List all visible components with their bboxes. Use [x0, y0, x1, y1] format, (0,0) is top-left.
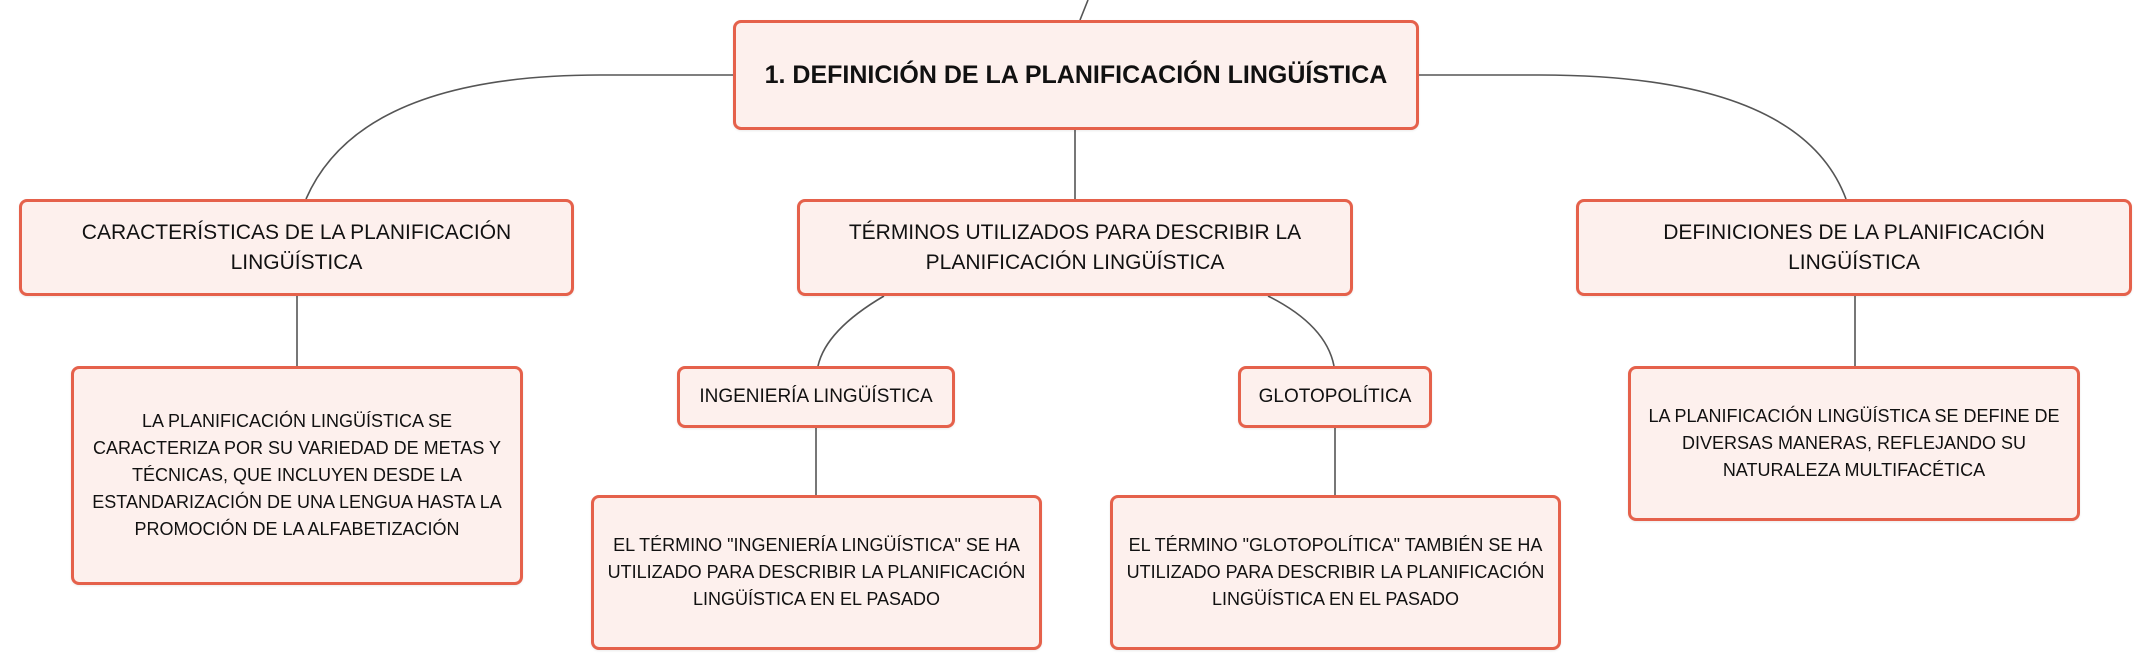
node-definiciones-detail-text: LA PLANIFICACIÓN LINGÜÍSTICA SE DEFINE D… [1648, 406, 2060, 480]
node-ingenieria-detail-text: EL TÉRMINO "INGENIERÍA LINGÜÍSTICA" SE H… [607, 535, 1026, 609]
connector-root-to-caracteristicas [305, 74, 733, 200]
node-glotopolitica[interactable]: GLOTOPOLÍTICA [1238, 366, 1432, 428]
root-node-label: 1. DEFINICIÓN DE LA PLANIFICACIÓN LINGÜÍ… [764, 60, 1388, 89]
root-node[interactable]: 1. DEFINICIÓN DE LA PLANIFICACIÓN LINGÜÍ… [733, 20, 1419, 130]
connector-root-to-definiciones [1419, 74, 1847, 200]
node-caracteristicas-label: CARACTERÍSTICAS DE LA PLANIFICACIÓN LING… [81, 220, 512, 274]
node-caracteristicas-detail-text: LA PLANIFICACIÓN LINGÜÍSTICA SE CARACTER… [92, 411, 502, 539]
connector-terminos-to-ingenieria [817, 295, 885, 367]
connector-to-parent [1079, 0, 1089, 21]
node-ingenieria-detail[interactable]: EL TÉRMINO "INGENIERÍA LINGÜÍSTICA" SE H… [591, 495, 1042, 650]
node-definiciones-label: DEFINICIONES DE LA PLANIFICACIÓN LINGÜÍS… [1663, 220, 2045, 274]
node-definiciones[interactable]: DEFINICIONES DE LA PLANIFICACIÓN LINGÜÍS… [1576, 199, 2132, 296]
node-glotopolitica-detail-text: EL TÉRMINO "GLOTOPOLÍTICA" TAMBIÉN SE HA… [1126, 535, 1545, 609]
node-glotopolitica-label: GLOTOPOLÍTICA [1258, 386, 1412, 407]
node-ingenieria[interactable]: INGENIERÍA LINGÜÍSTICA [677, 366, 955, 428]
node-caracteristicas-detail[interactable]: LA PLANIFICACIÓN LINGÜÍSTICA SE CARACTER… [71, 366, 523, 585]
connector-terminos-to-glotopolitica [1267, 295, 1335, 367]
node-caracteristicas[interactable]: CARACTERÍSTICAS DE LA PLANIFICACIÓN LING… [19, 199, 574, 296]
node-glotopolitica-detail[interactable]: EL TÉRMINO "GLOTOPOLÍTICA" TAMBIÉN SE HA… [1110, 495, 1561, 650]
node-terminos-label: TÉRMINOS UTILIZADOS PARA DESCRIBIR LA PL… [848, 220, 1302, 274]
node-definiciones-detail[interactable]: LA PLANIFICACIÓN LINGÜÍSTICA SE DEFINE D… [1628, 366, 2080, 521]
node-terminos[interactable]: TÉRMINOS UTILIZADOS PARA DESCRIBIR LA PL… [797, 199, 1353, 296]
node-ingenieria-label: INGENIERÍA LINGÜÍSTICA [699, 386, 933, 407]
